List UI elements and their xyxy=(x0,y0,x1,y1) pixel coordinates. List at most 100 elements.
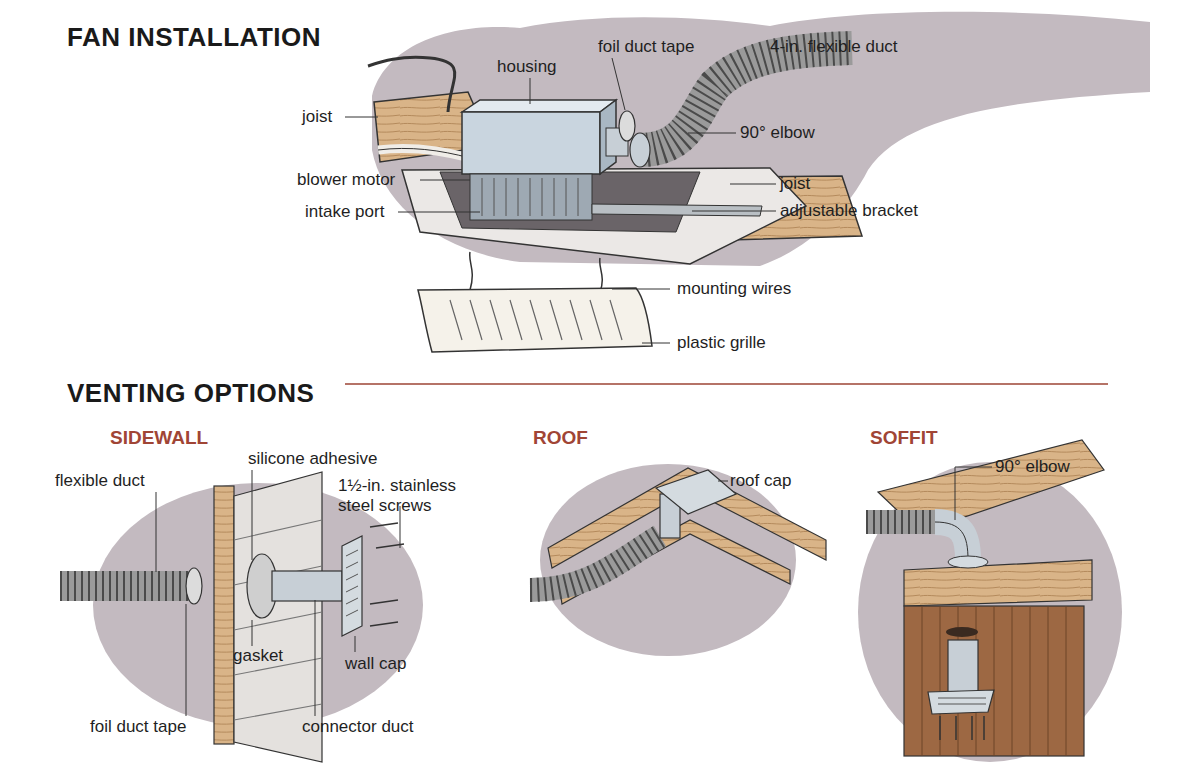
part-label: plastic grille xyxy=(677,333,766,353)
screw xyxy=(940,716,984,740)
part-label: foil duct tape xyxy=(598,37,694,57)
background-blob xyxy=(540,464,796,656)
wall-cap xyxy=(342,536,362,636)
flexible-duct xyxy=(530,536,660,590)
roof-cap xyxy=(656,470,736,538)
leader-line xyxy=(355,636,356,652)
part-label: joist xyxy=(780,174,810,194)
leader-line xyxy=(955,467,992,520)
flexible-duct xyxy=(640,48,852,150)
fan-housing xyxy=(462,100,616,112)
soffit-board xyxy=(904,606,1084,756)
flexible-duct xyxy=(60,568,202,604)
part-label: flexible duct xyxy=(55,471,145,491)
part-label: 90° elbow xyxy=(740,123,815,143)
soffit-board xyxy=(922,606,1066,756)
flexible-duct xyxy=(530,536,660,590)
power-cable xyxy=(368,57,455,112)
background-blob xyxy=(540,464,796,656)
roof-cap xyxy=(656,470,736,514)
part-label: wall cap xyxy=(345,654,406,674)
grille xyxy=(450,300,622,340)
wall-cap xyxy=(346,550,358,616)
connector-duct xyxy=(272,571,342,601)
flexible-duct xyxy=(630,133,650,167)
part-label: intake port xyxy=(305,202,384,222)
fan-housing xyxy=(462,112,600,174)
section-rule xyxy=(345,383,1108,385)
leader-line xyxy=(315,600,316,716)
leader-line xyxy=(252,620,253,646)
option-heading: SOFFIT xyxy=(870,427,938,449)
part-label: housing xyxy=(497,57,557,77)
ceiling-panel xyxy=(402,168,806,264)
leader-line xyxy=(642,343,670,344)
background-blob xyxy=(372,12,1150,266)
wall-section xyxy=(214,486,234,744)
background-blob xyxy=(372,12,1150,266)
leader-line xyxy=(530,78,531,104)
section-rule xyxy=(345,384,1108,385)
flexible-duct xyxy=(60,571,190,601)
leader-line xyxy=(345,117,378,118)
grille xyxy=(418,288,652,352)
wall-cap xyxy=(342,536,362,636)
screw xyxy=(370,523,398,527)
screw xyxy=(940,716,984,740)
leader-line xyxy=(156,492,157,572)
leader-line xyxy=(688,133,736,134)
leader-line xyxy=(420,180,470,181)
blower-motor xyxy=(470,174,592,220)
mounting-wire xyxy=(470,252,603,292)
grille xyxy=(418,288,652,352)
flexible-duct xyxy=(630,48,852,167)
adjustable-bracket xyxy=(592,204,762,216)
leader-line xyxy=(612,289,670,290)
roof-deck xyxy=(548,468,826,568)
part-label: 4-in. flexible duct xyxy=(770,37,898,57)
part-label: adjustable bracket xyxy=(780,201,918,221)
flexible-duct xyxy=(530,536,660,590)
leader-line xyxy=(730,184,776,185)
part-label: 90° elbow xyxy=(995,457,1070,477)
blower-motor xyxy=(482,178,578,216)
connector-duct xyxy=(272,571,342,601)
screw xyxy=(370,523,404,626)
section-heading: FAN INSTALLATION xyxy=(67,22,321,52)
ceiling-panel xyxy=(402,168,806,264)
leader-line xyxy=(252,470,253,560)
power-cable xyxy=(368,57,470,158)
soffit-vent xyxy=(948,640,978,692)
flexible-duct xyxy=(640,48,852,150)
option-heading: ROOF xyxy=(533,427,588,449)
leader-line xyxy=(955,467,992,520)
part-label: joist xyxy=(302,107,332,127)
option-heading: SIDEWALL xyxy=(110,427,208,449)
part-label: silicone adhesive xyxy=(248,449,377,469)
flexible-duct xyxy=(60,571,190,601)
screw xyxy=(370,622,398,626)
part-label: roof cap xyxy=(730,471,791,491)
ceiling-panel xyxy=(440,172,700,232)
power-cable xyxy=(378,148,470,158)
leader-line xyxy=(612,58,625,110)
elbow xyxy=(948,556,988,568)
leader-line xyxy=(718,481,728,482)
soffit-board xyxy=(904,560,1092,756)
adjustable-bracket xyxy=(592,204,762,216)
leader-line xyxy=(718,481,728,482)
part-label: 1½-in. stainless steel screws xyxy=(338,476,488,516)
part-label: connector duct xyxy=(302,717,414,737)
screw xyxy=(370,600,398,604)
elbow xyxy=(935,522,988,568)
leader-line xyxy=(186,604,187,716)
section-heading: VENTING OPTIONS xyxy=(67,378,314,408)
part-label: foil duct tape xyxy=(90,717,186,737)
leader-line xyxy=(398,212,480,213)
soffit-board xyxy=(904,560,1092,606)
flexible-duct xyxy=(866,522,935,523)
part-label: blower motor xyxy=(297,170,395,190)
part-label: mounting wires xyxy=(677,279,791,299)
elbow xyxy=(935,522,968,560)
